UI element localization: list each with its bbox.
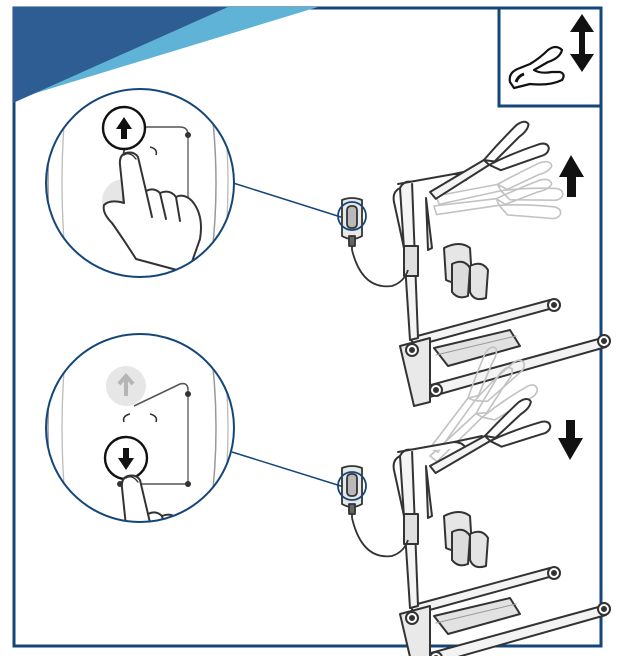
control-closeup — [46, 334, 234, 522]
zoom-connector — [229, 181, 345, 219]
control-closeup — [46, 89, 234, 277]
step-raise — [45, 88, 611, 407]
zoom-connector — [231, 451, 345, 488]
arm-raise-lower-icon — [497, 6, 603, 108]
header-banner — [13, 7, 318, 103]
step-lower — [45, 333, 611, 656]
up-arrow-icon — [559, 155, 584, 197]
down-arrow-icon — [558, 420, 583, 460]
